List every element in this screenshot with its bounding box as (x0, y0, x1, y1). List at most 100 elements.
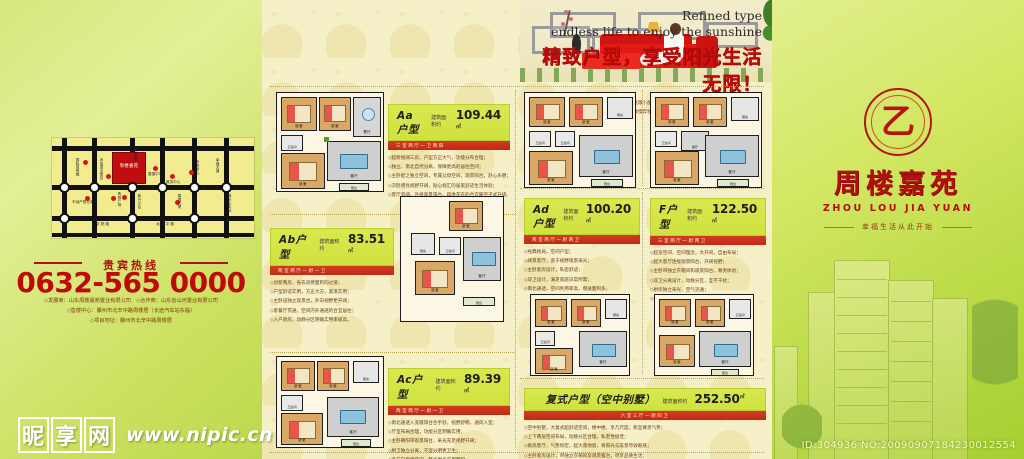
project-address-line: ◇项目地址：滕州市北辛中路周楼居 (90, 318, 172, 325)
room-bathroom: 卫生间 (529, 131, 551, 147)
room-bedroom: 卧室 (449, 201, 483, 231)
room-bathroom: 卫生间 (655, 131, 677, 147)
unit-card-ab: Ab户型 建筑面积约 83.51㎡ 两室两厅一厨一卫 ◇创新两房，省去浪费面积的… (270, 228, 394, 325)
hotline-number: 0632-565 0000 (16, 266, 246, 299)
room-bedroom: 卧室 (569, 97, 603, 127)
room-bedroom: 卧室 (655, 97, 689, 127)
palm-plant (738, 0, 772, 66)
unit-layout-tag-duplex: 六室三厅一厨四卫 (524, 411, 766, 420)
brand-slogan: 幸福生活从此开始 (824, 222, 972, 232)
room-bathroom: 卫生间 (535, 331, 555, 346)
room-bedroom: 卧室 (281, 153, 325, 189)
map-poi-label: 永信商业街区 (100, 158, 104, 180)
unit-header-ab: Ab户型 建筑面积约 83.51㎡ (270, 228, 394, 266)
unit-card-ad: Ad户型 建筑面积约 100.20㎡ 两室两厅一厨两卫 ◇经典格局，空间户型； … (524, 198, 640, 294)
unit-header-ad: Ad户型 建筑面积约 100.20㎡ (524, 198, 640, 235)
center-panel: Refined type endless life to enjoy the s… (262, 0, 772, 459)
watermark-cn: 昵享网 (18, 417, 117, 453)
headline-english-1: Refined type (681, 8, 762, 23)
room-bathroom: 卫生间 (281, 395, 303, 411)
unit-layout-tag-f: 三室两厅一厨两卫 (650, 236, 766, 245)
unit-header-duplex: 复式户型（空中别墅） 建筑面积约 252.50㎡ (524, 388, 766, 411)
room-balcony: 阳台 (339, 183, 369, 191)
map-poi-label: 不动产登记中心 (72, 200, 98, 204)
room-bedroom: 卧室 (529, 97, 565, 127)
room-living: 客厅 (705, 135, 759, 177)
room-balcony: 阳台 (463, 297, 495, 306)
map-poi-label: 购物广场 (118, 192, 122, 207)
floorplan-ad: 卧室 卧室 厨房 卫生间 卫生间 卧室 客厅 (524, 92, 636, 188)
room-kitchen: 厨房 (607, 97, 633, 119)
room-living: 客厅 (327, 397, 379, 437)
brand-name-en: ZHOU LOU JIA YUAN (822, 203, 974, 214)
left-panel: 周楼嘉苑 国际商贸城 永信商业街区 善国中学 政务中心 市府中心 (0, 0, 262, 459)
map-poi-label: 国际商贸城 (76, 158, 80, 176)
vase-decor (572, 34, 581, 54)
room-bathroom: 卫生间 (439, 237, 461, 255)
room-bedroom: 卧室 (319, 97, 351, 131)
headline-english-2: endless life to enjoy the sunshine (551, 23, 762, 39)
room-bedroom: 卧室 (571, 299, 601, 327)
unit-header-f: F户型 建筑面积约 122.50㎡ (650, 198, 766, 236)
room-bedroom: 卧室 (655, 151, 699, 185)
floorplan-f: 卧室 卧室 厨房 卫生间 餐厅 卧室 客厅 (650, 92, 762, 188)
room-balcony: 阳台 (591, 179, 623, 187)
room-bathroom: 卫生间 (729, 299, 751, 319)
map-poi-label: 善国中学 (148, 172, 163, 176)
room-bedroom: 卧室 (535, 348, 573, 374)
brand-logo: 乙 周楼嘉苑 ZHOU LOU JIA YUAN 幸福生活从此开始 (772, 84, 1024, 233)
brand-name-cn: 周楼嘉苑 (834, 169, 962, 200)
floorplan-ab: 卧室 厨房 卫生间 客厅 卧室 阳台 (400, 196, 504, 322)
room-kitchen: 厨房 (731, 97, 759, 121)
watermark-url: www.nipic.cn (126, 424, 273, 446)
unit-header-aa: Aa户型 建筑面积约 109.44㎡ (388, 104, 510, 141)
hotline-label: 贵宾热线 (103, 259, 159, 272)
floorplan-duplex-upper: 卧室 卧室 卫生间 客厅 卧室 阳台 (654, 294, 754, 376)
room-balcony: 阳台 (341, 439, 371, 447)
hotline-label-row: 贵宾热线 (26, 255, 236, 274)
headline-chinese: 精致户型，享受阳光生活无限！ (541, 46, 762, 96)
room-bedroom: 卧室 (695, 299, 725, 327)
unit-header-ac: Ac户型 建筑面积约 89.39㎡ (388, 368, 510, 406)
floor-lamp-icon (647, 22, 660, 32)
floorplan-ac: 卧室 卧室 厨房 卫生间 卧室 客厅 阳台 (276, 356, 384, 448)
map-street-label: 学 院 路 (96, 222, 110, 226)
crest-icon: 乙 (860, 84, 936, 160)
right-panel: 乙 周楼嘉苑 ZHOU LOU JIA YUAN 幸福生活从此开始 ID:304… (772, 0, 1024, 459)
room-bedroom: 卧室 (281, 413, 323, 445)
floorplan-duplex-lower: 卧室 卧室 厨房 卫生间 客厅 卧室 (530, 294, 630, 376)
map-street-label: 善 国 路 (134, 148, 138, 162)
room-bedroom: 卧室 (281, 97, 317, 131)
room-kitchen: 厨房 (605, 299, 627, 319)
room-kitchen: 厨房 (411, 233, 435, 255)
unit-features-ad: ◇经典格局，空间户型； ◇阔景客厅，宽于视野观景采光； ◇主卧套房设计，私密舒适… (524, 250, 611, 292)
foliage-strip (520, 68, 772, 82)
room-balcony: 阳台 (717, 179, 749, 187)
floorplan-aa: 卧室 卧室 餐厅 卫生间 卧室 客厅 阳台 (276, 92, 384, 192)
room-bedroom: 卧室 (317, 361, 349, 391)
unit-layout-tag-aa: 三室两厅一卫两阳 (388, 141, 510, 150)
room-living: 客厅 (327, 141, 381, 181)
sales-center-line: ◇售楼中心：滕州市北辛中路周楼居（长途汽车站东临） (66, 308, 196, 315)
room-bedroom: 卧室 (693, 97, 727, 127)
developer-line: ◇发展商：山东周楼嘉苑置业有限公司 ◇合作商：山东省山河置业有限公司 (44, 298, 218, 304)
location-map: 周楼嘉苑 国际商贸城 永信商业街区 善国中学 政务中心 市府中心 (52, 138, 254, 238)
room-dining: 餐厅 (353, 97, 381, 137)
room-living: 客厅 (699, 331, 751, 367)
room-bedroom: 卧室 (535, 299, 567, 327)
unit-features-ac: ◇南北通透入宽敞阳台合手舒，视野舒畅，通风入室； ◇厅室布局合理，功能分区明确实… (388, 421, 498, 459)
unit-layout-tag-ab: 两室两厅一厨一卫 (270, 266, 394, 275)
room-balcony: 阳台 (711, 369, 739, 376)
room-living: 客厅 (579, 331, 627, 367)
living-room-photo (520, 0, 772, 82)
unit-features-aa: ◇超新视阔三房，户型方正大气，功能分布合理； ◇独立、南北自然分离，保障更高的居… (388, 156, 511, 198)
room-bathroom: 卫生间 (281, 135, 303, 151)
map-poi-label: 市府中心 (196, 160, 200, 175)
room-bedroom: 卧室 (659, 335, 695, 367)
woman-figure (664, 32, 684, 58)
unit-card-duplex: 复式户型（空中别墅） 建筑面积约 252.50㎡ 六室三厅一厨四卫 ◇空中别墅，… (524, 388, 766, 459)
room-bedroom: 卧室 (415, 261, 455, 295)
map-project-block: 周楼嘉苑 (112, 152, 146, 184)
image-id-text: ID:304936 NO:20090907184230012554 (801, 440, 1016, 451)
